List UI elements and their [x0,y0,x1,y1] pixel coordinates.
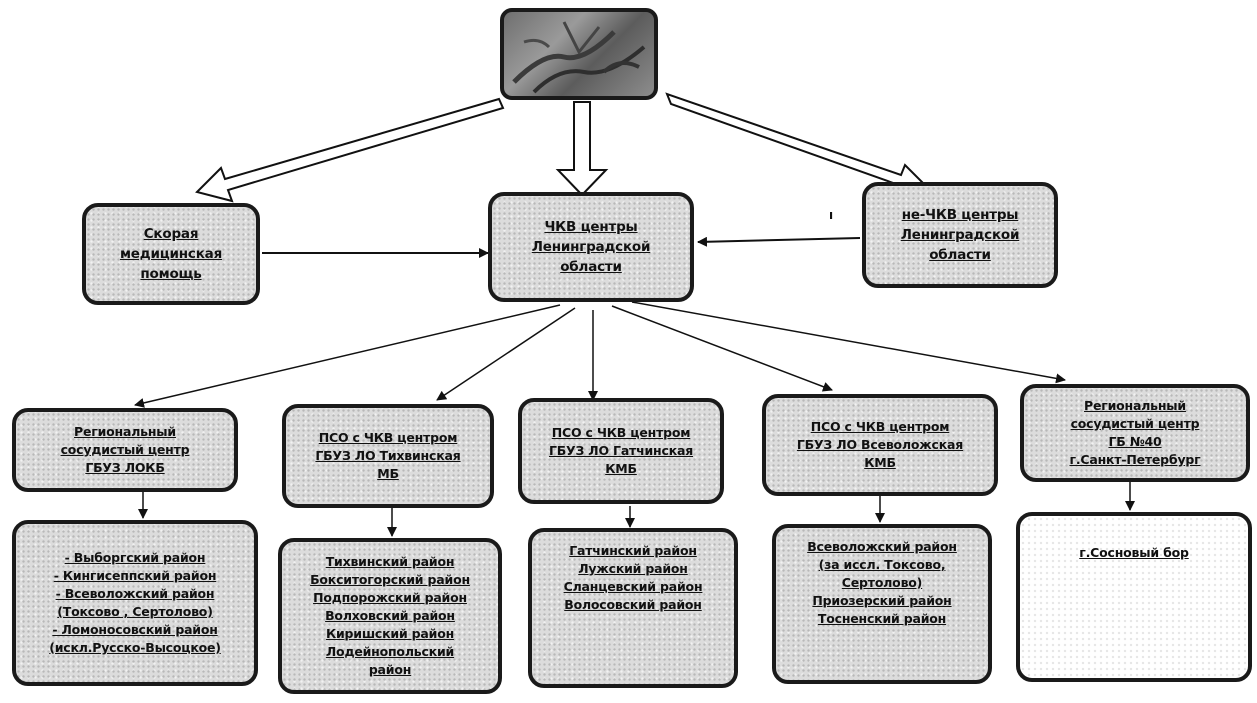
district-line: Сланцевский район [563,579,703,594]
vascular-image-icon [512,21,646,94]
center-lokb-line: сосудистый центр [60,442,190,457]
district-line: Волховский район [325,608,455,623]
district-line: Волосовский район [564,597,702,612]
arrow-center-to-gb40 [631,301,1066,384]
district-line: Сертолово) [841,575,923,590]
district-line: - Кингисеппский район [53,568,217,583]
center-line: ЧКВ центры [544,219,638,235]
center-gb40-line: Региональный [1084,398,1186,413]
non-pci-line: Ленинградской [900,227,1020,243]
non-pci-line: не-ЧКВ центры [901,207,1019,223]
district-line: Лужский район [578,561,688,576]
district-line: (за иссл. Токсово, [818,557,946,572]
district-line: Тосненский район [817,611,947,626]
district-line: Тихвинский район [325,554,455,569]
districts-tikhvin: Тихвинский район Бокситогорский район По… [278,538,502,694]
center-vsevolozhsk-line: КМБ [864,455,896,470]
center-tikhvin: ПСО с ЧКВ центром ГБУЗ ЛО Тихвинская МБ [282,404,494,508]
arrow-center-to-tikhvin [436,307,576,401]
district-line: - Всеволожский район [55,586,215,601]
center-node-pci-centers: ЧКВ центры Ленинградской области [488,192,694,302]
district-line: (Токсово , Сертолово) [57,604,213,619]
districts-lokb: - Выборгский район - Кингисеппский район… [12,520,258,686]
arrow-non-pci-to-center [697,236,861,247]
district-line: Бокситогорский район [310,572,470,587]
ambulance-line: медицинская [119,246,223,262]
center-line: области [560,259,622,275]
center-tikhvin-line: ГБУЗ ЛО Тихвинская [315,448,461,463]
ambulance-line: Скорая [143,226,199,242]
district-line: (искл.Русско-Высоцкое) [49,640,221,655]
center-gb40: Региональный сосудистый центр ГБ №40 г.С… [1020,384,1250,482]
districts-vsevolozhsk: Всеволожский район (за иссл. Токсово, Се… [772,524,992,684]
center-vsevolozhsk-line: ПСО с ЧКВ центром [810,419,950,434]
district-line: район [368,662,412,677]
district-line: Гатчинский район [569,543,697,558]
hollow-arrow-to-ambulance [195,97,505,203]
center-lokb-line: Региональный [74,424,176,439]
district-line: - Выборгский район [64,550,206,565]
center-gb40-line: сосудистый центр [1070,416,1200,431]
district-line: Приозерский район [812,593,952,608]
district-line: Всеволожский район [807,539,957,554]
center-tikhvin-line: МБ [377,466,399,481]
stray-mark: ı [829,208,834,222]
non-pci-line: области [929,247,991,263]
center-gb40-line: г.Санкт-Петербург [1069,452,1201,467]
ambulance-line: помощь [140,266,202,282]
center-gatchina: ПСО с ЧКВ центром ГБУЗ ЛО Гатчинская КМБ [518,398,724,504]
center-lokb-line: ГБУЗ ЛОКБ [85,460,165,475]
hollow-arrow-to-non-pci [665,92,931,197]
district-line: Лодейнопольский [325,644,455,659]
logo-image [500,8,658,100]
center-gatchina-line: КМБ [605,461,637,476]
non-pci-node: не-ЧКВ центры Ленинградской области [862,182,1058,288]
center-vsevolozhsk: ПСО с ЧКВ центром ГБУЗ ЛО Всеволожская К… [762,394,998,496]
center-gatchina-line: ПСО с ЧКВ центром [551,425,691,440]
hollow-arrow-to-center [555,101,609,197]
district-line: Киришский район [325,626,455,641]
center-line: Ленинградской [531,239,651,255]
center-gb40-line: ГБ №40 [1108,434,1162,449]
center-gatchina-line: ГБУЗ ЛО Гатчинская [548,443,694,458]
center-lokb: Региональный сосудистый центр ГБУЗ ЛОКБ [12,408,238,492]
district-line: - Ломоносовский район [52,622,218,637]
arrow-center-to-vsevolozhsk [611,305,833,392]
district-line: г.Сосновый бор [1079,545,1189,560]
center-vsevolozhsk-line: ГБУЗ ЛО Всеволожская [796,437,964,452]
ambulance-node: Скорая медицинская помощь [82,203,260,305]
arrow-center-to-lokb [134,304,561,408]
districts-gb40: г.Сосновый бор [1016,512,1252,682]
districts-gatchina: Гатчинский район Лужский район Сланцевск… [528,528,738,688]
district-line: Подпорожский район [313,590,467,605]
center-tikhvin-line: ПСО с ЧКВ центром [318,430,458,445]
